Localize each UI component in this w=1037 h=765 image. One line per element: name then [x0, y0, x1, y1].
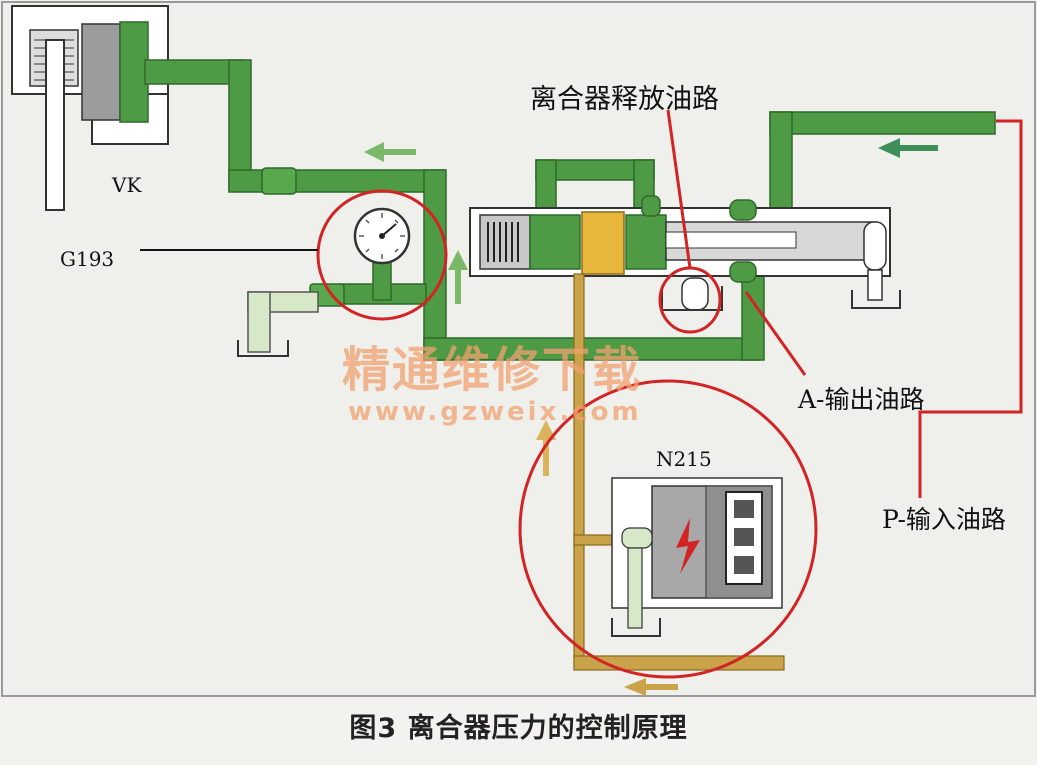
- label-n215: N215: [656, 447, 712, 471]
- highlight-circle-gauge: [316, 189, 448, 321]
- flow-arrows: [364, 138, 938, 696]
- label-release-path: 离合器释放油路: [530, 84, 719, 115]
- arrow-up-yellow: [536, 420, 556, 476]
- arrow-left-green-input: [878, 138, 938, 158]
- solenoid-valve-n215: [611, 477, 783, 637]
- green-oil-lines: [144, 59, 996, 361]
- drain-left: [237, 291, 319, 357]
- leader-input: [918, 119, 1023, 498]
- arrow-left-green-top: [364, 142, 416, 162]
- clutch-actuator-vk: [11, 5, 169, 211]
- label-g193: G193: [60, 247, 114, 271]
- leader-release: [666, 109, 692, 269]
- arrow-left-yellow: [624, 678, 678, 696]
- label-output-path: A-输出油路: [797, 385, 925, 414]
- label-vk: VK: [111, 173, 142, 197]
- watermark-url: www.gzweix.com: [348, 397, 642, 427]
- figure-caption: 图3 离合器压力的控制原理: [349, 713, 688, 744]
- arrow-up-green: [448, 250, 468, 304]
- watermark-title: 精通维修下载: [342, 342, 642, 398]
- highlight-circle-n215: [518, 379, 818, 679]
- highlight-markers: [316, 109, 1023, 679]
- lightning-icon: [676, 518, 700, 574]
- hydraulic-diagram: VK G193 离合器释放油路 A-输出油路 N215 P-输入油路 精通维修下…: [1, 1, 1036, 697]
- control-valve: [469, 195, 901, 311]
- pressure-gauge-g193: [353, 207, 411, 265]
- label-input-path: P-输入油路: [882, 505, 1006, 534]
- leader-output: [744, 291, 807, 376]
- yellow-oil-lines: [573, 273, 785, 671]
